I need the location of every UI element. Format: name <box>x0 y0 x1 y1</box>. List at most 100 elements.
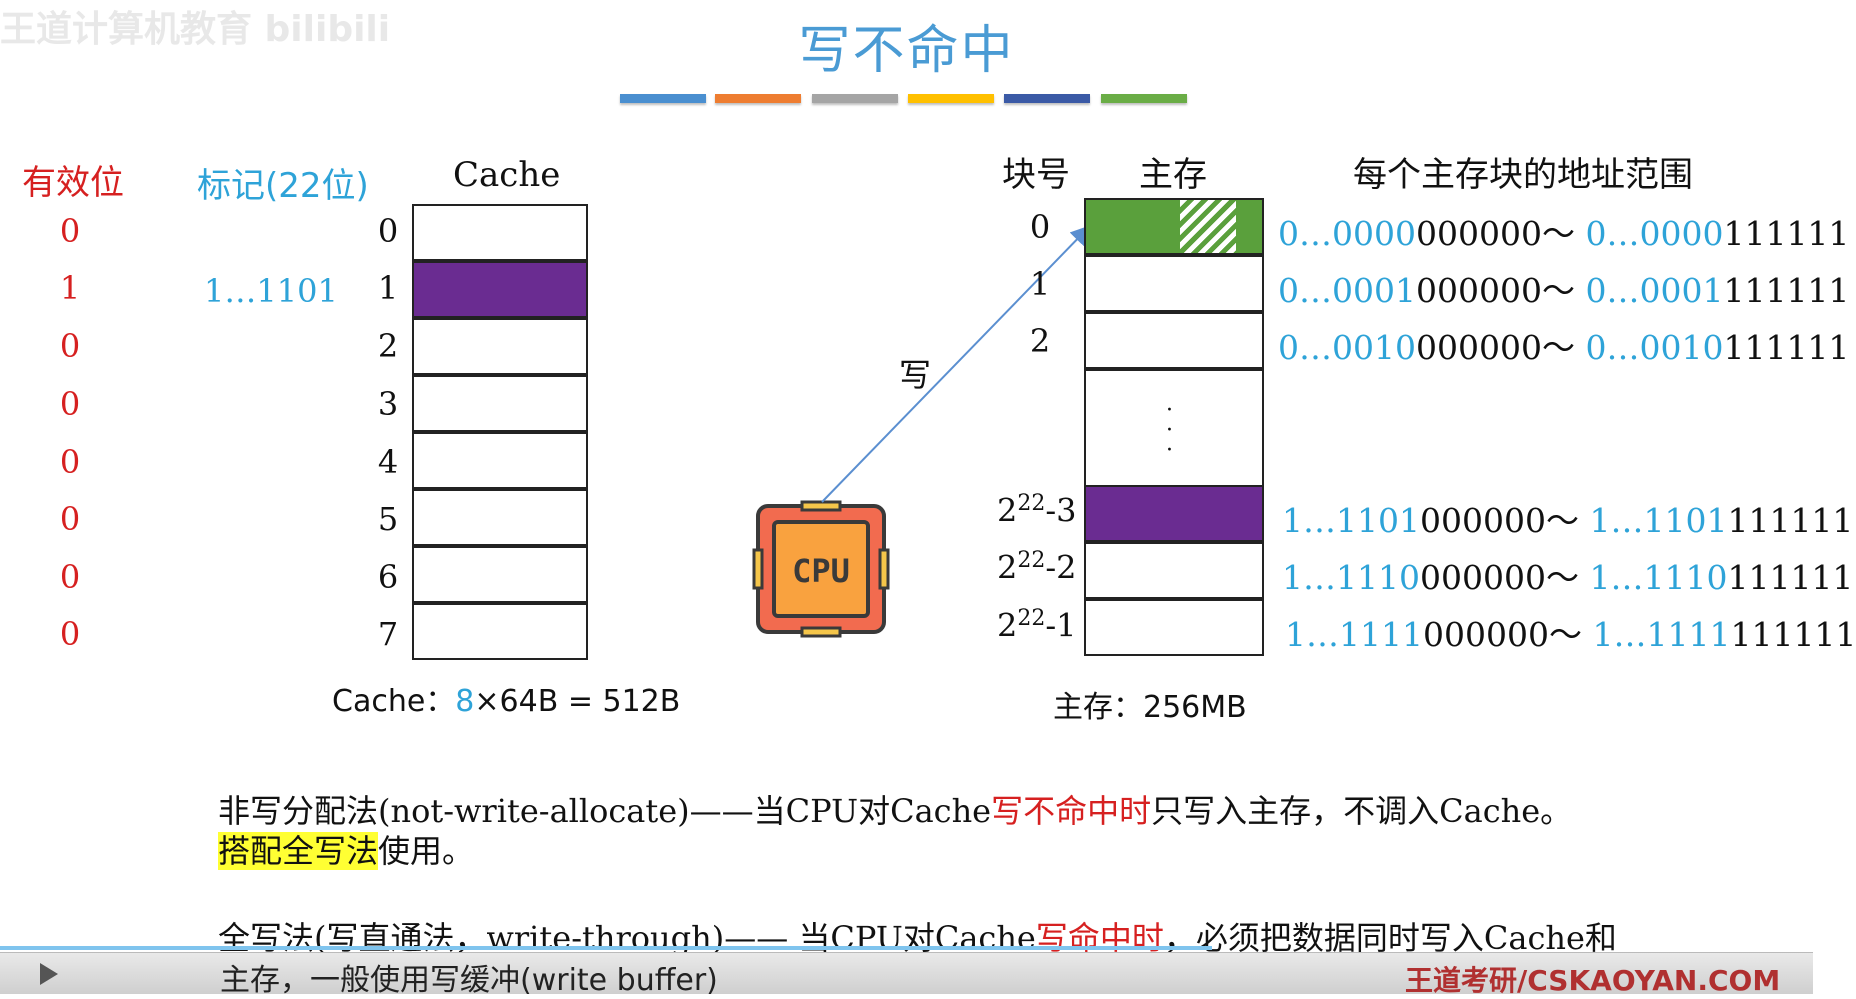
cache-line <box>412 375 588 432</box>
addr-separator: ～ <box>1541 328 1586 367</box>
ellipsis: · · · <box>1166 398 1173 463</box>
exp-base: 2 <box>997 548 1018 587</box>
memory-block-gap: · · · <box>1084 369 1264 487</box>
addr-separator: ～ <box>1541 271 1586 310</box>
addr-end-prefix: 0…0001 <box>1585 271 1724 310</box>
cache-row-number: 5 <box>377 500 399 538</box>
play-icon[interactable] <box>40 963 58 985</box>
exp-base: 2 <box>997 606 1018 645</box>
valid-bit: 0 <box>59 212 81 250</box>
cpu-icon: CPU <box>752 500 890 638</box>
text-highlight-yellow: 搭配全写法 <box>218 832 379 870</box>
memory-block <box>1084 255 1264 312</box>
memory-block <box>1084 542 1264 599</box>
text-segment: 只写入主存，不调入Cache。 <box>1151 792 1573 830</box>
main-memory-header: 主存 <box>1139 155 1207 195</box>
addr-separator: ～ <box>1548 615 1593 654</box>
addr-start-suffix: 000000 <box>1415 214 1542 253</box>
addr-end-suffix: 111111 <box>1727 558 1854 597</box>
exp-suffix: -3 <box>1045 491 1077 530</box>
text-segment: 非写分配法(not-write-allocate)——当CPU对Cache <box>218 792 992 830</box>
block-number: 1 <box>1029 265 1051 303</box>
watermark: 王道计算机教育 bilibili <box>0 9 391 50</box>
address-range-header: 每个主存块的地址范围 <box>1353 155 1693 195</box>
valid-bit: 0 <box>59 443 81 481</box>
write-through-text: 全写法(写直通法，write-through)—— 当CPU对Cache写命中时… <box>218 913 1617 959</box>
memory-block-purple <box>1084 485 1264 542</box>
write-buffer-text: 主存，一般使用写缓冲(write buffer) <box>220 963 718 998</box>
memory-block-green <box>1084 198 1264 255</box>
hatched-segment <box>1180 200 1236 253</box>
exp-power: 22 <box>1017 491 1046 516</box>
addr-end-prefix: 1…1111 <box>1592 615 1731 654</box>
memory-block <box>1084 312 1264 369</box>
cache-line <box>412 432 588 489</box>
color-bar <box>1101 94 1187 103</box>
addr-end-prefix: 1…1110 <box>1589 558 1728 597</box>
color-bar <box>1004 94 1090 103</box>
addr-start-prefix: 0…0000 <box>1278 214 1416 253</box>
address-range-row: 0…0010000000～ 0…0010111111 <box>1278 321 1849 369</box>
exp-base: 2 <box>997 491 1018 530</box>
valid-bit: 0 <box>59 558 81 596</box>
usage-note-text: 搭配全写法使用。 <box>218 826 474 872</box>
addr-start-suffix: 000000 <box>1419 501 1546 540</box>
addr-end-suffix: 111111 <box>1723 214 1850 253</box>
cache-row-number: 2 <box>377 327 399 365</box>
valid-bit-header: 有效位 <box>22 163 124 203</box>
video-progress-line <box>0 946 1212 950</box>
valid-bit: 0 <box>59 327 81 365</box>
addr-start-suffix: 000000 <box>1415 271 1542 310</box>
addr-start-prefix: 1…1111 <box>1285 615 1423 654</box>
memory-block <box>1084 599 1264 656</box>
addr-end-suffix: 111111 <box>1727 501 1854 540</box>
text-highlight-red: 写命中时 <box>1035 919 1164 957</box>
addr-end-prefix: 0…0000 <box>1585 214 1724 253</box>
cpu-label: CPU <box>792 552 850 590</box>
not-write-allocate-text: 非写分配法(not-write-allocate)——当CPU对Cache写不命… <box>218 786 1572 832</box>
exp-power: 22 <box>1017 606 1046 631</box>
addr-separator: ～ <box>1541 214 1586 253</box>
block-number: 0 <box>1029 208 1051 246</box>
valid-bit: 0 <box>59 385 81 423</box>
addr-start-suffix: 000000 <box>1419 558 1546 597</box>
write-label: 写 <box>899 356 932 394</box>
addr-end-prefix: 0…0010 <box>1585 328 1724 367</box>
tag-value: 1…1101 <box>204 272 338 310</box>
addr-separator: ～ <box>1545 501 1590 540</box>
cache-line <box>412 489 588 546</box>
valid-bit: 0 <box>59 500 81 538</box>
text-highlight-red: 写不命中时 <box>991 792 1152 830</box>
video-control-bar: 主存，一般使用写缓冲(write buffer) 王道考研/CSKAOYAN.C… <box>0 952 1813 998</box>
address-range-row: 0…0000000000～ 0…0000111111 <box>1278 207 1849 255</box>
cache-row-number: 0 <box>377 212 399 250</box>
cache-line <box>412 603 588 660</box>
footer-brand: 王道考研/CSKAOYAN.COM <box>1405 964 1781 997</box>
addr-start-prefix: 1…1110 <box>1282 558 1420 597</box>
cache-row-number: 4 <box>377 443 399 481</box>
exp-suffix: -1 <box>1045 606 1077 645</box>
address-range-row: 1…1110000000～ 1…1110111111 <box>1282 551 1853 599</box>
cache-line <box>412 204 588 261</box>
address-range-row: 1…1101000000～ 1…1101111111 <box>1282 494 1853 542</box>
color-bar <box>812 94 898 103</box>
block-number-exp: 222-2 <box>997 548 1077 587</box>
valid-bit: 0 <box>59 615 81 653</box>
addr-end-suffix: 111111 <box>1723 328 1850 367</box>
valid-bit: 1 <box>59 269 81 307</box>
cache-line <box>412 546 588 603</box>
cache-size-count: 8 <box>455 684 475 719</box>
address-range-row: 1…1111000000～ 1…1111111111 <box>1285 608 1856 656</box>
addr-start-prefix: 0…0010 <box>1278 328 1416 367</box>
text-segment: ，必须把数据同时写入Cache和 <box>1163 919 1617 957</box>
text-segment: 使用。 <box>378 832 475 870</box>
cache-header: Cache <box>453 155 561 195</box>
addr-start-prefix: 0…0001 <box>1278 271 1416 310</box>
exp-power: 22 <box>1017 548 1046 573</box>
address-range-row: 0…0001000000～ 0…0001111111 <box>1278 264 1849 312</box>
cache-size-rest: ×64B = 512B <box>474 684 681 719</box>
block-number-header: 块号 <box>1002 155 1070 195</box>
cache-line-filled <box>412 261 588 318</box>
tag-header: 标记(22位) <box>197 166 369 206</box>
cache-row-number: 6 <box>377 558 399 596</box>
